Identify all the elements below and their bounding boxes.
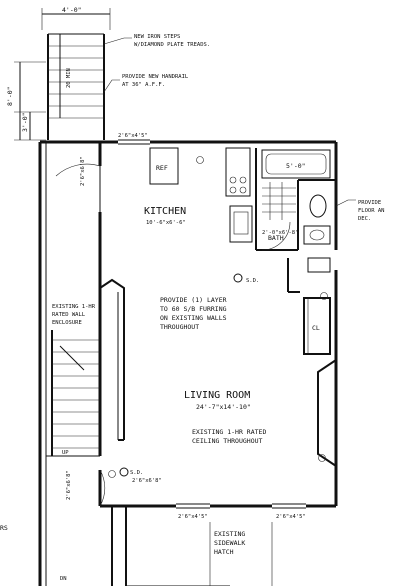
kitchen-size: 10'-6"x6'-6": [146, 220, 186, 226]
outlet-kitchen: [196, 156, 204, 164]
exterior-stair: 4'-0" 20 MIN 8'-0" 3'-0" NEW IRON STEPS …: [6, 6, 210, 141]
dim-door-living: 2'6"x6'8": [132, 478, 162, 484]
radiator: [307, 257, 331, 273]
note-ceiling-1: EXISTING 1-HR RATED: [192, 428, 266, 436]
dim-door-exit: 2'6"x6'8": [80, 156, 86, 186]
outlets: [108, 156, 328, 478]
note-layer-2: TO 60 S/B FURRING: [160, 305, 227, 313]
sd-kitchen-label: S.D.: [246, 278, 259, 284]
note-sidewalk-3: HATCH: [214, 548, 234, 556]
note-iron-steps-2: W/DIAMOND PLATE TREADS.: [134, 42, 210, 48]
bath-vanity: [303, 225, 331, 245]
refrigerator: [149, 147, 179, 185]
dim-window-bottom-left: 2'6"x4'5": [178, 514, 208, 520]
note-iron-steps-1: NEW IRON STEPS: [134, 34, 180, 40]
dim-landing: 3'-0": [21, 112, 29, 132]
note-provide-floor-2: FLOOR AN: [358, 208, 385, 214]
smoke-detector-living: [119, 467, 129, 477]
exit-door: 2'6"x6'8": [55, 156, 101, 212]
note-layer-1: PROVIDE (1) LAYER: [160, 296, 227, 304]
tub-label: 5'-0": [286, 162, 306, 170]
bathtub: [261, 149, 331, 179]
bath-name: BATH: [268, 234, 284, 242]
note-sidewalk-2: SIDEWALK: [214, 539, 245, 547]
dim-tread-min: 20 MIN: [66, 68, 72, 88]
stair-up-label: UP: [62, 450, 69, 456]
closet-label: CL: [312, 324, 320, 332]
closet: CL: [303, 297, 331, 355]
sink-counter: [229, 205, 253, 243]
note-handrail-1: PROVIDE NEW HANDRAIL: [122, 74, 189, 80]
dim-door-entry: 2'6"x6'8": [66, 470, 72, 500]
kitchen-name: KITCHEN: [144, 206, 186, 217]
note-provide-floor-1: PROVIDE: [358, 200, 381, 206]
note-layer-4: THROUGHOUT: [160, 323, 199, 331]
living-room: PROVIDE (1) LAYER TO 60 S/B FURRING ON E…: [119, 296, 266, 484]
outlet-living-3: [108, 470, 116, 478]
entry-door: 2'6"x6'8" DN RS: [0, 469, 127, 586]
note-provide-floor-3: DEC.: [358, 216, 371, 222]
note-wall-enclosure-1: EXISTING 1-HR: [52, 304, 96, 310]
sidewalk-hatch: EXISTING SIDEWALK HATCH: [126, 522, 273, 586]
stair-down-label: DN: [60, 576, 67, 582]
interior-stair: EXISTING 1-HR RATED WALL ENCLOSURE UP: [51, 304, 100, 456]
note-handrail-2: AT 36" A.F.F.: [122, 82, 165, 88]
kitchen: REF KITCHEN 10'-6"x6'-6" S.D.: [144, 147, 259, 284]
note-wall-enclosure-2: RATED WALL: [52, 312, 86, 318]
note-sidewalk-1: EXISTING: [214, 530, 245, 538]
dim-overall-height: 8'-0": [6, 86, 14, 106]
dim-stair-width: 4'-0": [62, 6, 82, 14]
range: [225, 147, 251, 197]
living-size: 24'-7"x14'-10": [196, 403, 251, 411]
smoke-detector-kitchen: [233, 273, 243, 283]
note-layer-3: ON EXISTING WALLS: [160, 314, 227, 322]
edge-text: RS: [0, 524, 8, 532]
note-wall-enclosure-3: ENCLOSURE: [52, 320, 82, 326]
note-ceiling-2: CEILING THROUGHOUT: [192, 437, 263, 445]
ref-label: REF: [156, 164, 168, 172]
dim-window-bottom-right: 2'6"x4'5": [276, 514, 306, 520]
exterior-walls: 2'6"x4'5" 2'6"x4'5" 2'6"x4'5": [38, 133, 338, 586]
living-name: LIVING ROOM: [184, 390, 250, 401]
dim-door-bath: 2'-0"x6'-8": [262, 230, 298, 236]
sd-living-label: S.D.: [130, 470, 143, 476]
bath: 5'-0" BATH 2'-0"x6'-8" PROVIDE FLOOR AN …: [255, 148, 385, 293]
dim-window-top: 2'6"x4'5": [118, 133, 148, 139]
kitchen-partition: [99, 278, 125, 441]
outlet-living-1: [320, 292, 328, 300]
toilet: [309, 194, 327, 218]
outlet-living-2: [318, 454, 326, 462]
